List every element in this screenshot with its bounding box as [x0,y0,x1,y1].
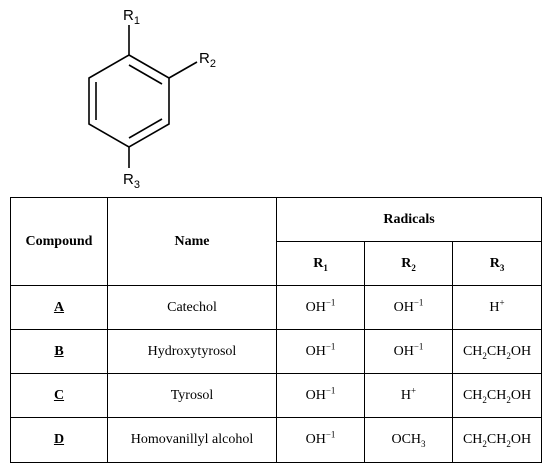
compound-id: C [10,373,108,418]
r3-value: CH2CH2OH [451,329,543,374]
compound-name: Catechol [107,285,277,330]
compound-id: B [10,329,108,374]
r2-value: OCH3 [364,417,453,463]
r1-value: OH−1 [276,285,365,330]
benzene-ring [88,25,198,168]
substituent-r2-label: R2 [199,50,216,70]
r3-value: H+ [451,285,543,330]
benzene-structure-diagram: R1 R2 R3 [88,7,216,191]
radicals-table: Compound Name Radicals R1 R2 R3 A Catech… [10,197,543,463]
r1-value: OH−1 [276,329,365,374]
substituent-r3-label: R3 [123,171,140,191]
header-r1: R1 [276,241,365,286]
table-row: A Catechol OH−1 OH−1 H+ [10,285,543,330]
compound-id: D [10,417,108,463]
compound-name: Tyrosol [107,373,277,418]
r3-value: CH2CH2OH [451,373,543,418]
header-r2: R2 [364,241,453,286]
r1-value: OH−1 [276,373,365,418]
table-row: D Homovanillyl alcohol OH−1 OCH3 CH2CH2O… [10,417,543,463]
bond-r2 [168,61,198,79]
compound-name: Hydroxytyrosol [107,329,277,374]
compound-id: A [10,285,108,330]
table-row: C Tyrosol OH−1 H+ CH2CH2OH [10,373,543,418]
r2-value: H+ [364,373,453,418]
table-row: B Hydroxytyrosol OH−1 OH−1 CH2CH2OH [10,329,543,374]
r3-value: CH2CH2OH [451,417,543,463]
header-compound: Compound [10,197,108,286]
header-radicals: Radicals [275,197,543,242]
r2-value: OH−1 [364,329,453,374]
r2-value: OH−1 [364,285,453,330]
r1-value: OH−1 [276,417,365,463]
header-r3: R3 [451,241,543,286]
header-name: Name [107,197,277,286]
header-row: Compound Name Radicals [10,197,543,286]
compound-name: Homovanillyl alcohol [107,417,277,463]
substituent-r1-label: R1 [123,7,140,27]
